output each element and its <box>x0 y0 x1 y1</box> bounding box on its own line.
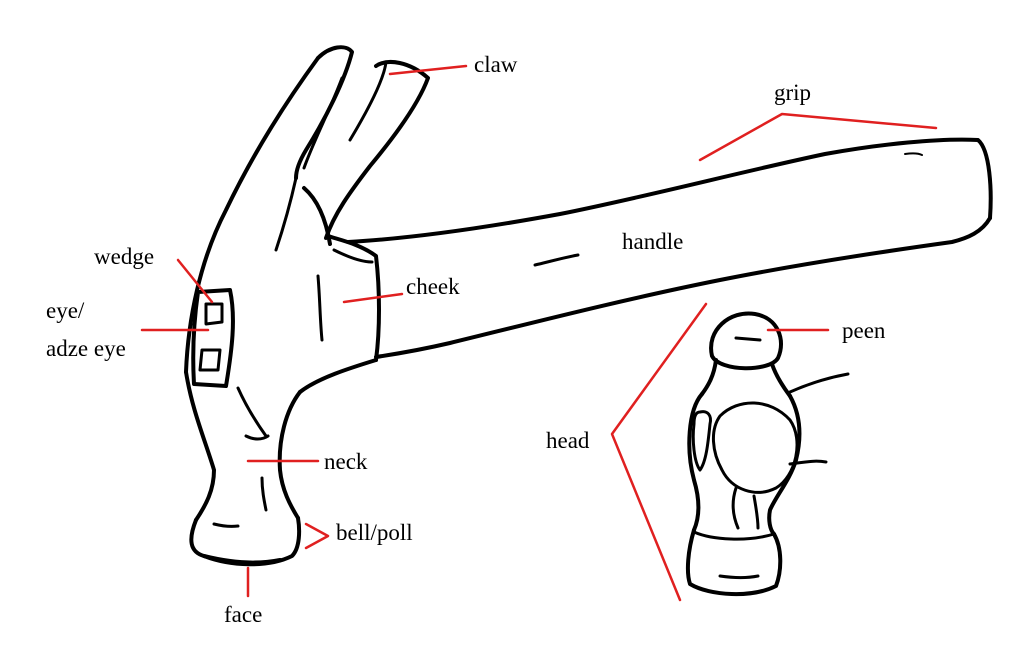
label-head: head <box>546 428 590 453</box>
label-claw: claw <box>474 52 518 77</box>
hammer-head-body <box>184 45 430 522</box>
label-peen: peen <box>842 318 886 343</box>
label-wedge: wedge <box>94 244 155 269</box>
hammer-bell-face <box>189 476 302 567</box>
label-face: face <box>224 602 263 627</box>
label-eye-line1: eye/ <box>46 298 85 323</box>
wedge-leader-line <box>176 258 214 304</box>
claw-hammer-drawing <box>184 45 993 567</box>
grip-leader-line <box>698 112 938 162</box>
label-eye-line2: adze eye <box>46 336 126 361</box>
label-cheek: cheek <box>406 274 460 299</box>
label-handle: handle <box>622 229 684 254</box>
bell-poll-leader-line <box>304 522 330 550</box>
hammer-handle <box>346 137 993 359</box>
leader-lines <box>140 64 938 602</box>
cheek-leader-line <box>342 292 404 304</box>
label-grip: grip <box>774 80 812 105</box>
label-bell-poll: bell/poll <box>336 520 413 545</box>
ball-peen-head-drawing <box>685 311 850 596</box>
claw-leader-line <box>388 64 468 76</box>
head-leader-line <box>610 302 708 602</box>
label-neck: neck <box>324 449 368 474</box>
